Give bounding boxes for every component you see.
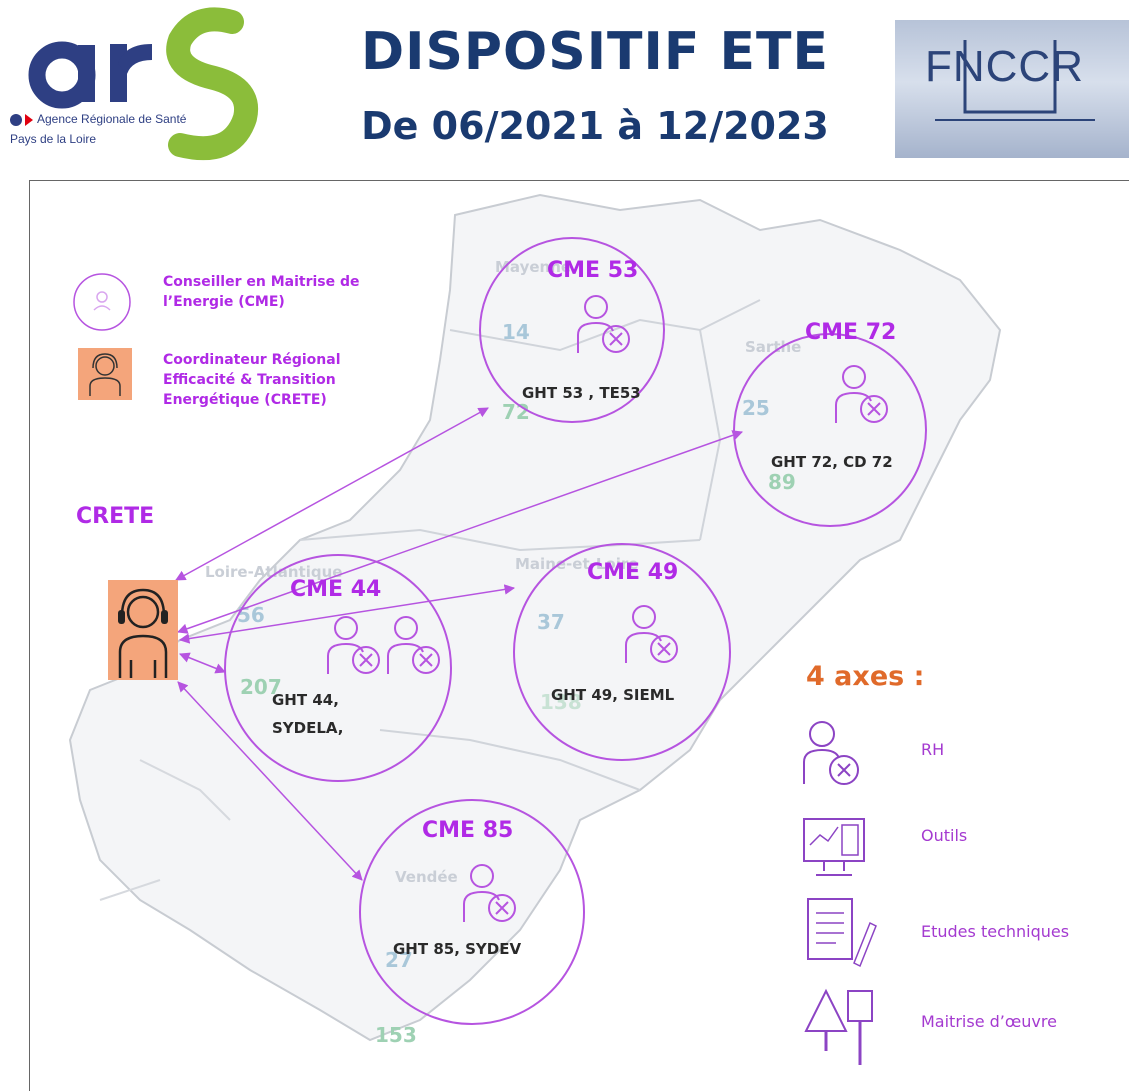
- document-pen-icon: [807, 898, 877, 968]
- trowel-brush-icon: [804, 988, 873, 1065]
- fnccr-logo-frame: [935, 40, 1095, 121]
- fnccr-logo-text: FNCCR: [925, 42, 1084, 91]
- crete-avatar: [108, 580, 178, 680]
- page-title: DISPOSITIF ETE: [360, 22, 830, 82]
- stat-85-green: 153: [375, 1023, 417, 1047]
- cme-44-partners-line2: SYDELA,: [272, 719, 344, 737]
- stat-53-blue: 14: [502, 320, 530, 344]
- cme-85-partners: GHT 85, SYDEV: [393, 940, 522, 958]
- cme-49-person-tools-icon: [625, 605, 678, 663]
- arrow-crete-cme49: [178, 584, 516, 644]
- legend-crete-text: Coordinateur Régional Efficacité & Trans…: [163, 352, 341, 408]
- region-label-sarthe: Sarthe: [745, 338, 802, 356]
- cme-72-person-tools-icon: [835, 365, 888, 423]
- axis-maitrise-label: Maitrise d’œuvre: [921, 1012, 1057, 1031]
- cme-49-label: CME 49: [587, 560, 679, 585]
- ars-logo: Agence Régionale de Santé Pays de la Loi…: [0, 0, 300, 165]
- ars-agency-name: Agence Régionale de Santé: [37, 112, 187, 126]
- region-label-vendee: Vendée: [395, 868, 458, 886]
- ars-region-name: Pays de la Loire: [10, 132, 97, 146]
- person-tools-icon: [803, 721, 859, 785]
- cme-85-label: CME 85: [422, 818, 514, 843]
- cme-44-label: CME 44: [290, 577, 382, 602]
- legend-cme-icon: [73, 273, 131, 331]
- stat-72-blue: 25: [742, 396, 770, 420]
- ars-logo-graphic: [10, 7, 259, 161]
- stat-85-blue: 27: [385, 948, 413, 972]
- fnccr-logo: FNCCR: [895, 20, 1129, 158]
- headset-person-icon: [89, 353, 121, 396]
- cme-85-circle: [359, 799, 585, 1025]
- axis-etudes-label: Etudes techniques: [921, 922, 1070, 941]
- region-label-mayenne: Mayenne: [495, 258, 572, 276]
- cme-44-partners-line1: GHT 44,: [272, 691, 339, 709]
- cme-44-person-tools-icon-2: [387, 616, 440, 674]
- cme-53-partners: GHT 53 , TE53: [522, 384, 641, 402]
- cme-53-person-tools-icon: [577, 295, 630, 353]
- stat-72-green: 89: [768, 470, 796, 494]
- cme-44-person-tools-icon-1: [327, 616, 380, 674]
- cme-53-label: CME 53: [547, 258, 639, 283]
- axes-title: 4 axes :: [806, 661, 925, 692]
- computer-dashboard-icon: [803, 818, 865, 876]
- cme-53-circle: [479, 237, 665, 423]
- stat-49-green: 138: [540, 690, 582, 714]
- axis-rh-label: RH: [921, 740, 945, 759]
- axis-outils-label: Outils: [921, 826, 968, 845]
- legend-crete-icon: [78, 348, 132, 400]
- cme-85-person-tools-icon: [463, 864, 516, 922]
- diagram-frame: [29, 180, 1129, 1091]
- legend-cme-text: Conseiller en Maitrise de l’Energie (CME…: [163, 274, 360, 310]
- arrow-crete-cme44: [179, 652, 226, 674]
- cme-72-circle: [733, 333, 927, 527]
- cme-49-partners: GHT 49, SIEML: [551, 686, 675, 704]
- crete-label: CRETE: [76, 504, 155, 529]
- headset-person-icon: [118, 588, 168, 678]
- page-subtitle: De 06/2021 à 12/2023: [361, 104, 829, 148]
- cme-72-partners: GHT 72, CD 72: [771, 453, 893, 471]
- cme-72-label: CME 72: [805, 320, 897, 345]
- arrow-crete-cme85: [177, 681, 363, 881]
